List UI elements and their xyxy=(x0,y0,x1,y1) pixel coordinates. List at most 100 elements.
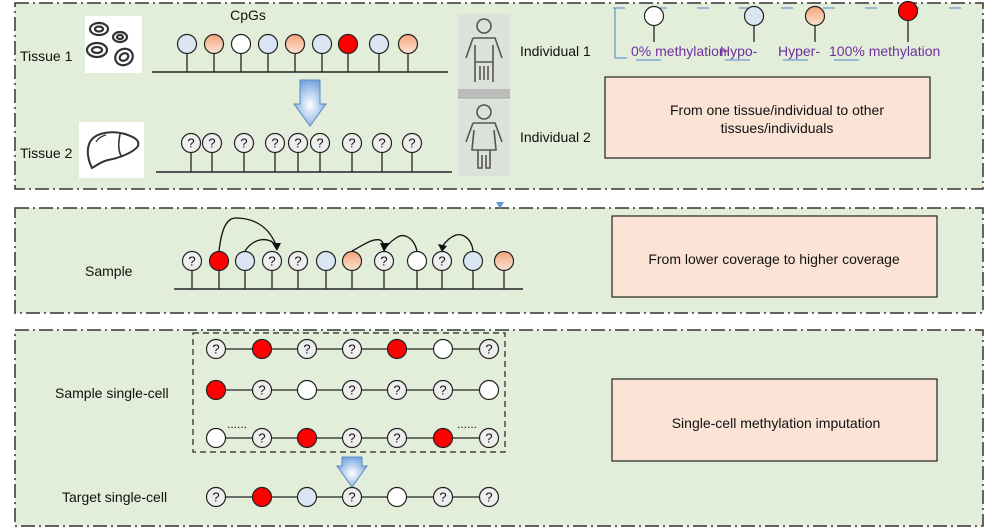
legend-label: Hypo- xyxy=(720,43,758,59)
cpg-unknown: ? xyxy=(401,132,423,154)
cpg-site xyxy=(397,33,419,72)
cell-cpg-unknown: ? xyxy=(478,486,500,508)
cell-cpg-unmethylated xyxy=(386,486,408,508)
cpg-unknown: ? xyxy=(261,250,283,272)
cpg-hypo xyxy=(176,33,198,55)
description-box-transfer xyxy=(604,76,931,159)
sample-cell-row: ???? xyxy=(205,338,500,360)
cpg-site xyxy=(337,33,359,72)
sample-single-cell-label: Sample single-cell xyxy=(55,385,169,401)
cpg-site xyxy=(311,33,333,72)
unknown-glyph: ? xyxy=(240,136,247,151)
unknown-glyph: ? xyxy=(348,490,355,505)
cpg-site xyxy=(234,250,256,289)
ellipsis-left: ...... xyxy=(227,417,247,431)
cpg-hyper xyxy=(203,33,225,55)
cpg-site: ? xyxy=(371,132,393,172)
unknown-glyph: ? xyxy=(294,136,301,151)
cpg-hypo xyxy=(311,33,333,55)
legend-item-methylated: 100% methylation xyxy=(829,0,940,61)
cpg-unknown: ? xyxy=(431,250,453,272)
cell-cpg-unknown: ? xyxy=(251,427,273,449)
cell-cpg-unknown: ? xyxy=(205,486,227,508)
cpg-hyper xyxy=(493,250,515,272)
unknown-glyph: ? xyxy=(258,383,265,398)
cell-cpg-unknown: ? xyxy=(386,379,408,401)
cell-cpg-unknown: ? xyxy=(251,379,273,401)
legend-item-hyper: Hyper- xyxy=(778,5,826,61)
legend-item-unmethylated: 0% methylation xyxy=(631,5,727,61)
sample-cells-group-box xyxy=(192,332,506,453)
cpg-unknown: ? xyxy=(287,132,309,154)
description-box-coverage xyxy=(611,215,938,298)
unknown-glyph: ? xyxy=(378,136,385,151)
cpg-site xyxy=(493,250,515,289)
tissue1-label: Tissue 1 xyxy=(20,48,73,64)
person-icon xyxy=(458,14,510,89)
arrowhead-icon xyxy=(380,243,389,252)
cell-cpg-unknown: ? xyxy=(341,486,363,508)
target-cell-row: ???? xyxy=(205,486,500,508)
target-single-cell-label: Target single-cell xyxy=(62,489,167,505)
unknown-glyph: ? xyxy=(303,342,310,357)
cpg-site: ? xyxy=(201,132,223,172)
cell-cpg-unknown: ? xyxy=(478,427,500,449)
down-arrow-icon xyxy=(336,456,368,488)
cell-cpg-methylated xyxy=(432,427,454,449)
unknown-glyph: ? xyxy=(271,136,278,151)
unknown-glyph: ? xyxy=(485,342,492,357)
cpg-site: ? xyxy=(261,250,283,289)
cpg-site xyxy=(284,33,306,72)
cell-cpg-methylated xyxy=(251,338,273,360)
unknown-glyph: ? xyxy=(348,342,355,357)
cell-cpg-unmethylated xyxy=(205,427,227,449)
cpg-methylated xyxy=(337,33,359,55)
cell-cpg-unknown: ? xyxy=(478,338,500,360)
legend-item-hypo: Hypo- xyxy=(720,5,765,61)
cell-cpg-methylated xyxy=(386,338,408,360)
unknown-glyph: ? xyxy=(485,490,492,505)
unknown-glyph: ? xyxy=(294,254,301,269)
cpg-site: ? xyxy=(180,132,202,172)
legend-label: 0% methylation xyxy=(631,43,727,59)
cell-cpg-methylated xyxy=(251,486,273,508)
legend-label: Hyper- xyxy=(778,43,820,59)
cell-cpg-unknown: ? xyxy=(386,427,408,449)
cpg-hypo xyxy=(315,250,337,272)
cpg-site xyxy=(176,33,198,72)
cpg-hypo xyxy=(462,250,484,272)
sample-label: Sample xyxy=(85,263,133,279)
cpg-site xyxy=(230,33,252,72)
cell-cpg-unknown: ? xyxy=(432,486,454,508)
description-transfer-line2: tissues/individuals xyxy=(721,120,834,136)
legend-pin-unmethylated xyxy=(643,5,665,27)
cpg-site: ? xyxy=(309,132,331,172)
blood-cells-icon xyxy=(85,16,142,73)
cpg-unknown: ? xyxy=(264,132,286,154)
person-icon xyxy=(458,100,510,176)
cell-cpg-unknown: ? xyxy=(296,338,318,360)
unknown-glyph: ? xyxy=(268,254,275,269)
unknown-glyph: ? xyxy=(208,136,215,151)
unknown-glyph: ? xyxy=(212,342,219,357)
cpg-site xyxy=(257,33,279,72)
legend-label: 100% methylation xyxy=(829,43,940,59)
liver-icon xyxy=(79,122,144,178)
cpg-site: ? xyxy=(287,132,309,172)
arrowhead-icon xyxy=(272,243,281,251)
cpg-site xyxy=(406,250,428,289)
cpg-unknown: ? xyxy=(309,132,331,154)
cpg-site xyxy=(368,33,390,72)
target-single-cell-row: ???? xyxy=(205,486,500,508)
cpg-hypo xyxy=(257,33,279,55)
unknown-glyph: ? xyxy=(439,383,446,398)
unknown-glyph: ? xyxy=(212,490,219,505)
unknown-glyph: ? xyxy=(187,136,194,151)
cpg-unknown: ? xyxy=(371,132,393,154)
cell-cpg-unmethylated xyxy=(478,379,500,401)
sample-cpg-sites: ????? xyxy=(181,250,515,289)
cpg-site xyxy=(341,250,363,289)
cpg-site: ? xyxy=(233,132,255,172)
unknown-glyph: ? xyxy=(393,383,400,398)
